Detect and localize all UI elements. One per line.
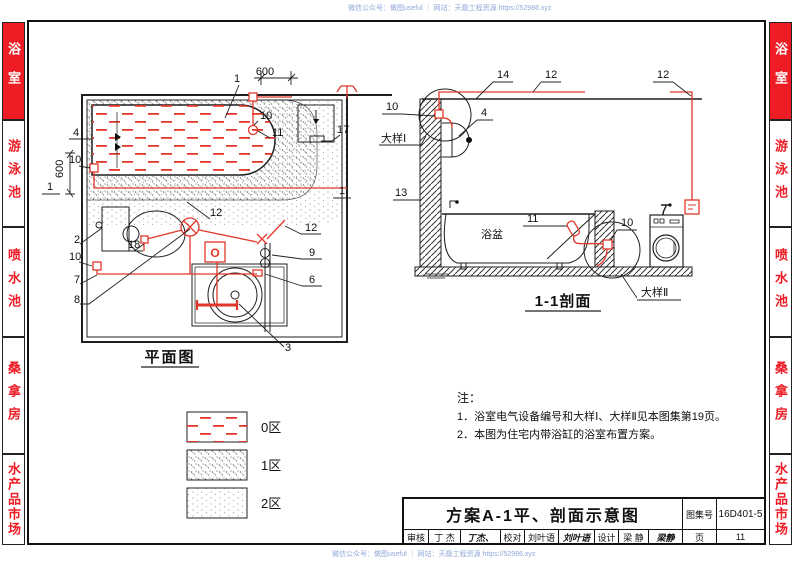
atlas-no-value: 16D401-5 (716, 499, 764, 529)
section-view: 10 大样Ⅰ 4 13 14 12 12 浴盆 11 10 大样Ⅱ 1-1剖面 (379, 69, 702, 312)
callout-12-b: 12 (657, 69, 669, 81)
callout-10-top: 10 (260, 110, 272, 122)
note-item-1: 1．浴室电气设备编号和大样Ⅰ、大样Ⅱ见本图集第19页。 (457, 409, 726, 423)
callout-1: 1 (234, 73, 240, 85)
sidebar-right-tab-fountain[interactable]: 喷水池 (769, 227, 792, 337)
callout-9: 9 (309, 247, 315, 259)
detail1-label: 大样Ⅰ (381, 131, 406, 145)
legend-swatch-zone2 (186, 487, 248, 519)
atlas-no-label: 图集号 (682, 499, 716, 529)
callout-13: 13 (395, 187, 407, 199)
section-structure (414, 88, 702, 279)
note-item-2: 2．本图为住宅内带浴缸的浴室布置方案。 (457, 427, 661, 441)
callout-8: 8 (74, 294, 80, 306)
callout-4-section: 4 (481, 107, 487, 119)
dim-600-left: 600 (54, 160, 66, 178)
section-callouts: 10 大样Ⅰ 4 13 14 12 12 浴盆 11 10 大样Ⅱ (381, 69, 669, 299)
tub-label: 浴盆 (481, 227, 503, 241)
plan-leaders (42, 71, 351, 368)
callout-10-left: 10 (69, 154, 81, 166)
notes-heading: 注： (457, 390, 481, 405)
title-block-row1: 方案A-1平、剖面示意图 图集号 16D401-5 (404, 499, 764, 530)
sidebar-left-tab-sauna[interactable]: 桑拿房 (2, 337, 25, 454)
callout-3: 3 (285, 342, 291, 354)
designer-signature: 梁静 (648, 530, 682, 544)
callout-10-right: 10 (621, 217, 633, 229)
callout-11: 11 (272, 127, 283, 139)
callout-10-topleft: 10 (386, 101, 398, 113)
section-wiring (434, 91, 700, 267)
legend-label-zone2: 2区 (261, 496, 281, 511)
callout-12-right: 12 (305, 222, 317, 234)
callout-12-a: 12 (545, 69, 557, 81)
reviewer-name: 丁 杰 (428, 530, 460, 544)
section-leaders (379, 81, 692, 312)
sink-plan (297, 104, 335, 143)
section-title: 1-1剖面 (535, 292, 592, 310)
drawing-sheet: O (27, 20, 766, 545)
zone-legend: 0区 1区 2区 (186, 411, 281, 519)
watermark-top: 微信公众号：做图useful ｜ 网站：天磊工程资源 https://52986… (348, 5, 552, 12)
proof-label: 校对 (500, 530, 524, 544)
sidebar-left-tab-pool[interactable]: 游泳池 (2, 120, 25, 227)
cut-mark-1-left: 1 (47, 181, 53, 193)
drawing-svg: O (42, 66, 726, 519)
plan-walls (81, 94, 392, 343)
sidebar-right-tab-bathroom[interactable]: 浴室 (769, 22, 792, 120)
page-label: 页 (682, 530, 716, 544)
washing-machine (649, 203, 684, 268)
sidebar-right-tab-sauna[interactable]: 桑拿房 (769, 337, 792, 454)
sidebar-left-tab-market[interactable]: 水产品市场 (2, 454, 25, 545)
dim-600-top: 600 (256, 66, 274, 78)
notes: 注： 1．浴室电气设备编号和大样Ⅰ、大样Ⅱ见本图集第19页。 2．本图为住宅内带… (457, 390, 726, 441)
plan-callouts: 1 600 10 11 17 4 10 600 1 1 2 18 10 7 8 … (47, 66, 349, 354)
page-number: 11 (716, 530, 764, 544)
callout-17: 17 (337, 124, 349, 136)
bathtub-plan (91, 104, 276, 176)
sidebar-right-tab-market[interactable]: 水产品市场 (769, 454, 792, 545)
plan-view: O (42, 66, 392, 368)
callout-18: 18 (128, 239, 140, 251)
cut-mark-1-right: 1 (339, 185, 345, 197)
watermark-bottom: 微信公众号：做图useful ｜ 网站：天磊工程资源 https://52986… (332, 551, 536, 558)
callout-4: 4 (73, 127, 79, 139)
washbasin-plan (191, 263, 288, 327)
callout-14: 14 (497, 69, 509, 81)
plan-wiring (89, 85, 358, 310)
legend-swatch-zone0 (186, 411, 248, 443)
review-label: 审核 (406, 532, 425, 543)
plan-door-hinges (260, 248, 270, 268)
detail2-label: 大样Ⅱ (641, 285, 668, 299)
legend-swatch-zone1 (186, 449, 248, 481)
plan-title: 平面图 (144, 349, 195, 366)
legend-label-zone0: 0区 (261, 420, 281, 435)
fan-symbol-label: O (210, 246, 219, 260)
designer-name: 梁 静 (618, 530, 648, 544)
callout-2: 2 (74, 234, 80, 246)
reviewer-signature: 丁杰、 (460, 530, 500, 544)
sidebar-right-tab-pool[interactable]: 游泳池 (769, 120, 792, 227)
design-label: 设计 (594, 530, 618, 544)
sidebar-left-tab-fountain[interactable]: 喷水池 (2, 227, 25, 337)
sheet-title: 方案A-1平、剖面示意图 (446, 508, 640, 525)
callout-12-mid: 12 (210, 207, 222, 219)
callout-7: 7 (74, 274, 80, 286)
callout-11-section: 11 (527, 213, 538, 225)
ceiling-light (442, 122, 472, 158)
bathtub-section (425, 200, 596, 279)
title-block: 方案A-1平、剖面示意图 图集号 16D401-5 审核 丁 杰 丁杰、 校对 … (402, 497, 766, 545)
proofreader-signature: 刘叶语 (558, 530, 594, 544)
legend-label-zone1: 1区 (261, 458, 281, 473)
callout-10-lower: 10 (69, 251, 81, 263)
proofreader-name: 刘叶语 (524, 530, 558, 544)
sidebar-left-tab-bathroom[interactable]: 浴室 (2, 22, 25, 120)
title-block-row2: 审核 丁 杰 丁杰、 校对 刘叶语 刘叶语 设计 梁 静 梁静 页 11 (404, 530, 764, 544)
callout-6: 6 (309, 274, 315, 286)
